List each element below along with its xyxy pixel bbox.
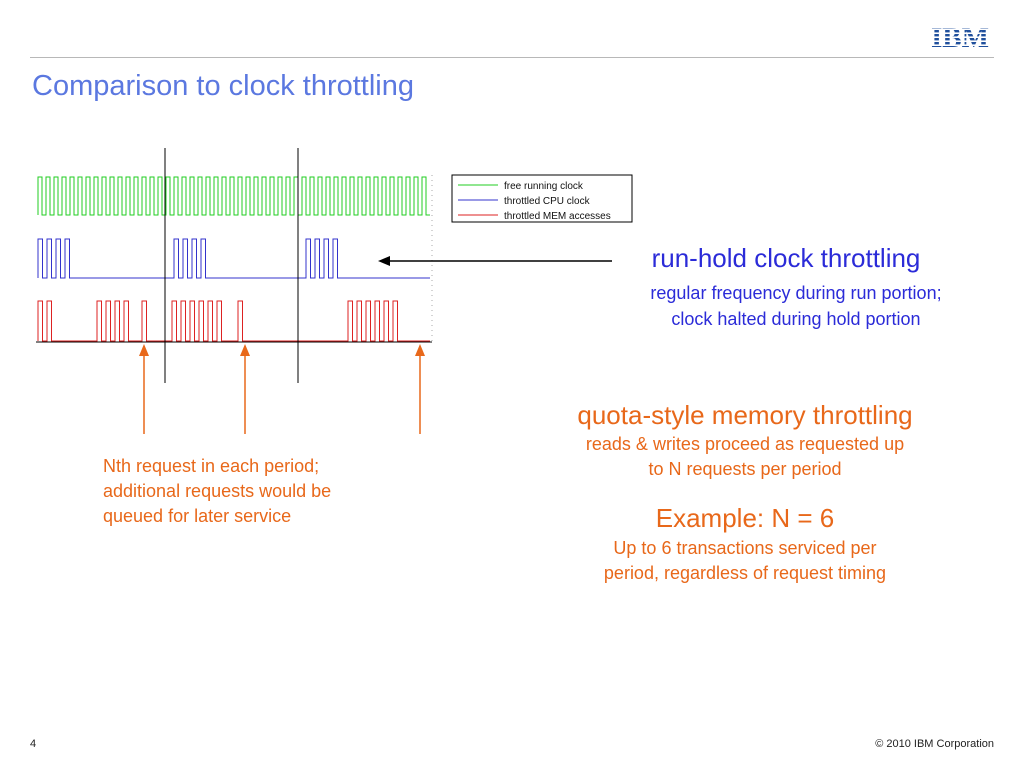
ibm-logo: IBM	[931, 22, 989, 52]
quota-desc-line-2: to N requests per period	[648, 459, 842, 479]
legend-label-throttled-cpu-clock: throttled CPU clock	[504, 196, 591, 207]
quota-heading: quota-style memory throttling	[577, 400, 913, 430]
nth-request-line-1: Nth request in each period;	[103, 456, 320, 476]
ibm-logo-text: IBM	[931, 22, 989, 52]
slide-title: Comparison to clock throttling	[32, 70, 414, 102]
page-number: 4	[30, 738, 37, 750]
run-hold-arrowhead	[378, 256, 390, 266]
nth-request-line-3: queued for later service	[103, 506, 292, 526]
copyright: © 2010 IBM Corporation	[875, 738, 994, 750]
nth-request-line-2: additional requests would be	[103, 481, 332, 501]
run-hold-desc-line-1: regular frequency during run portion;	[650, 283, 942, 303]
quota-description: reads & writes proceed as requested up t…	[520, 432, 970, 482]
nth-request-arrowhead-2	[240, 344, 250, 356]
legend-label-throttled-mem-accesses: throttled MEM accesses	[504, 211, 611, 222]
header-rule	[30, 57, 994, 58]
example-desc-line-1: Up to 6 transactions serviced per	[613, 538, 877, 558]
run-hold-description: regular frequency during run portion; cl…	[586, 280, 1006, 332]
example-description: Up to 6 transactions serviced per period…	[520, 536, 970, 586]
nth-request-arrowhead-3	[415, 344, 425, 356]
run-hold-desc-line-2: clock halted during hold portion	[671, 309, 921, 329]
example-desc-line-2: period, regardless of request timing	[603, 563, 887, 583]
throttled-mem-accesses-waveform	[37, 300, 430, 342]
free-running-clock-waveform	[37, 176, 430, 216]
nth-request-arrowhead-1	[139, 344, 149, 356]
example-heading: Example: N = 6	[655, 503, 835, 533]
throttled-cpu-clock-waveform	[37, 238, 430, 279]
quota-desc-line-1: reads & writes proceed as requested up	[585, 434, 905, 454]
legend-box	[451, 174, 633, 223]
run-hold-heading: run-hold clock throttling	[651, 243, 921, 273]
legend-label-free-running-clock: free running clock	[504, 181, 584, 192]
nth-request-note: Nth request in each period; additional r…	[103, 454, 423, 529]
legend: free running clock throttled CPU clock t…	[451, 174, 633, 223]
